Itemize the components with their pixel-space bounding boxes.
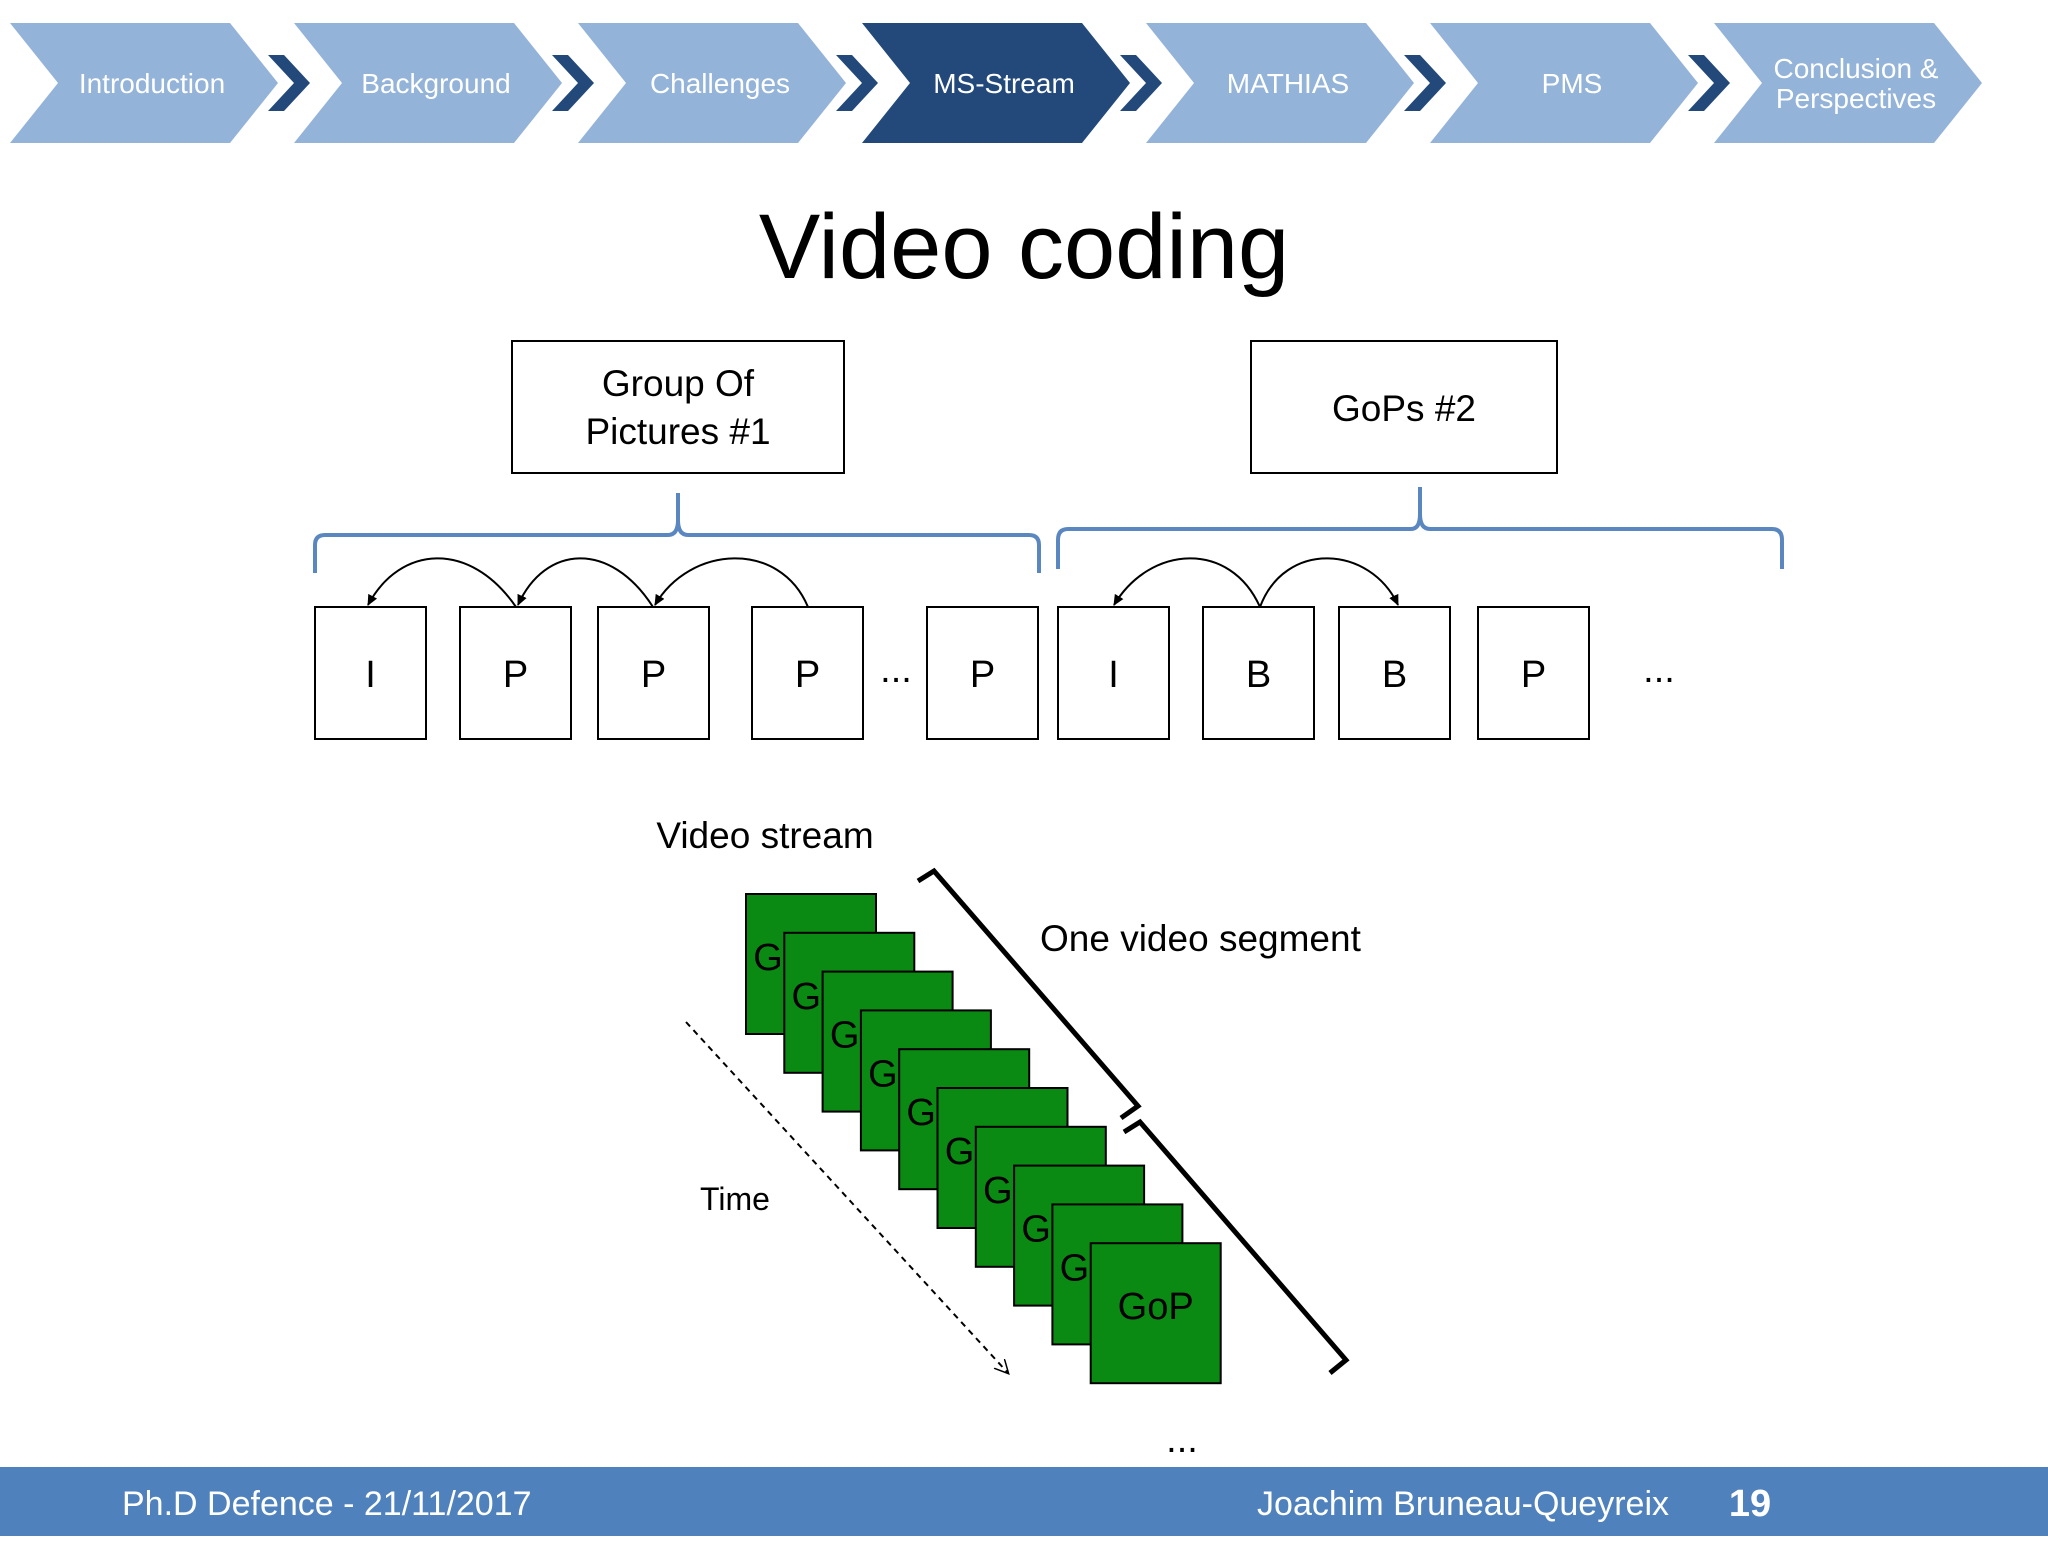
nav-separator-chevron-icon	[552, 55, 594, 111]
time-arrow	[685, 1021, 1008, 1373]
footer-author: Joachim Bruneau-Queyreix	[1257, 1485, 1669, 1523]
nav-separator-chevron-icon	[1120, 55, 1162, 111]
nav-separator-chevron-icon	[1688, 55, 1730, 111]
nav-item-pms[interactable]: PMS	[1430, 23, 1698, 143]
nav-separator-chevron-icon	[268, 55, 310, 111]
gop1-brace	[313, 493, 1041, 573]
frame-6-i: I	[1057, 606, 1170, 740]
footer-event: Ph.D Defence - 21/11/2017	[122, 1485, 532, 1523]
arrow-p1-to-i	[367, 557, 517, 608]
gop-card-label-fragment: G	[792, 976, 822, 1018]
nav-item-label: MATHIAS	[1227, 68, 1349, 99]
nav-item-ms-stream[interactable]: MS-Stream	[862, 23, 1130, 143]
section-nav: Introduction Background Challenges MS-Strea…	[10, 23, 1982, 143]
nav-item-label: Background	[361, 68, 510, 99]
nav-item-label: MS-Stream	[933, 68, 1075, 99]
gop-card-label-fragment: G	[830, 1015, 860, 1057]
time-label: Time	[700, 1181, 770, 1217]
dependency-arrows	[367, 557, 1399, 608]
gop-card-label-fragment: G	[906, 1092, 936, 1134]
frame-2-p: P	[459, 606, 572, 740]
footer-bar	[0, 1467, 2048, 1536]
gop-card-label: GoP	[1118, 1286, 1194, 1328]
video-stream-label: Video stream	[656, 815, 873, 856]
frame-label: B	[1382, 654, 1407, 696]
frame-label: I	[1108, 654, 1119, 696]
nav-item-conclusion-perspectives[interactable]: Conclusion &Perspectives	[1714, 23, 1982, 143]
frames-ellipsis-middle: ...	[880, 649, 912, 691]
gop-card: GoP	[1089, 1242, 1222, 1385]
gop-card-label-fragment: G	[753, 937, 783, 979]
segment-label: One video segment	[1040, 918, 1362, 959]
segment-bracket-2	[1122, 1118, 1350, 1375]
gop1-label-line2: Pictures #1	[585, 411, 770, 452]
stream-ellipsis: ...	[1166, 1419, 1198, 1461]
nav-separator-chevron-icon	[836, 55, 878, 111]
frame-label: B	[1246, 654, 1271, 696]
nav-item-label: Introduction	[79, 68, 225, 99]
nav-item-introduction[interactable]: Introduction	[10, 23, 278, 143]
gop2-label: GoPs #2	[1332, 388, 1476, 429]
frames-ellipsis-end: ...	[1643, 649, 1675, 691]
nav-item-label: PMS	[1542, 68, 1603, 99]
nav-item-label: Challenges	[650, 68, 790, 99]
frame-3-p: P	[597, 606, 710, 740]
nav-item-background[interactable]: Background	[294, 23, 562, 143]
frame-label: P	[1521, 654, 1546, 696]
frame-5-p: P	[926, 606, 1039, 740]
frame-label: P	[503, 654, 528, 696]
page-title: Video coding	[759, 196, 1289, 298]
gop-card-label-fragment: G	[1060, 1247, 1090, 1289]
nav-item-label-line2: Perspectives	[1776, 83, 1936, 114]
nav-item-challenges[interactable]: Challenges	[578, 23, 846, 143]
gop-card-label-fragment: G	[983, 1170, 1013, 1212]
gop-card-label-fragment: G	[945, 1131, 975, 1173]
segment-bracket-1	[916, 867, 1142, 1121]
nav-item-label-line1: Conclusion &	[1774, 53, 1939, 84]
frame-8-b: B	[1338, 606, 1451, 740]
nav-separator-chevron-icon	[1404, 55, 1446, 111]
frame-label: P	[970, 654, 995, 696]
frame-1-i: I	[314, 606, 427, 740]
frame-9-p: P	[1477, 606, 1590, 740]
frame-7-b: B	[1202, 606, 1315, 740]
gop1-box: Group Of Pictures #1	[511, 340, 845, 474]
arrow-b1-to-i	[1113, 557, 1261, 608]
nav-item-mathias[interactable]: MATHIAS	[1146, 23, 1414, 143]
frame-label: P	[641, 654, 666, 696]
gop-card-label-fragment: G	[868, 1053, 898, 1095]
gop2-brace	[1056, 487, 1784, 569]
page-number: 19	[1729, 1483, 1771, 1525]
arrow-p2-to-p1	[517, 557, 654, 608]
arrow-b1-to-b2	[1259, 557, 1399, 608]
frame-label: I	[365, 654, 376, 696]
arrow-p3-to-p2	[654, 557, 809, 608]
frame-4-p: P	[751, 606, 864, 740]
gop-card-label-fragment: G	[1021, 1209, 1051, 1251]
frame-label: P	[795, 654, 820, 696]
gop2-box: GoPs #2	[1250, 340, 1558, 474]
gop1-label-line1: Group Of	[602, 363, 755, 404]
